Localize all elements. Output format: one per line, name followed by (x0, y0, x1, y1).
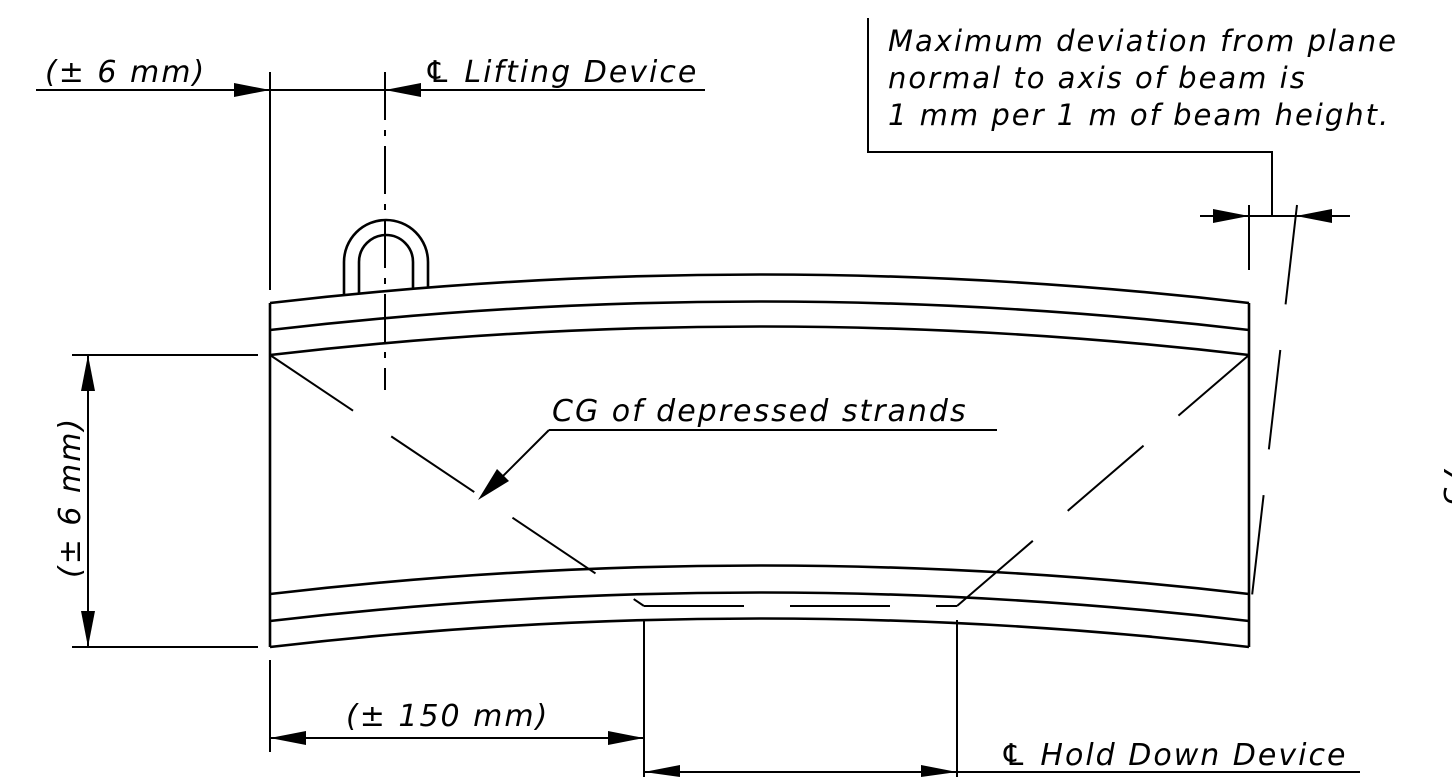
beam-top-web-line (269, 325, 1250, 357)
lifting-dim-arrow-left (385, 83, 421, 97)
strand-profile (269, 354, 1250, 607)
cg-strands-label: CG of depressed strands (552, 394, 968, 429)
beam-top-edge (269, 273, 1250, 305)
lifting-tolerance-label: (± 6 mm) (45, 55, 206, 90)
strand-right-slope (956, 354, 1250, 607)
beam-top-flange-line (269, 300, 1250, 332)
note-line-3: 1 mm per 1 m of beam height. (888, 98, 1390, 132)
hold-down-arrow-left (644, 765, 680, 777)
plumb-deviation-line (1248, 204, 1298, 623)
beam-bottom-edge (269, 617, 1250, 649)
hold-down-tolerance-label: (± 150 mm) (346, 699, 549, 734)
cg-leader-arrow (478, 469, 509, 500)
lifting-dim-arrow-right (234, 83, 270, 97)
beam-bottom-flange-line-2 (269, 591, 1250, 623)
hold-down-arrow-right (921, 765, 957, 777)
vertical-dim-arrow-top (81, 355, 95, 391)
beam-bottom-flange-line-1 (269, 564, 1250, 596)
note-frame (867, 18, 1273, 216)
hold-down-tol-arrow-left (270, 731, 306, 745)
plumb-arrow-left (1213, 209, 1249, 223)
plumb-arrow-right (1296, 209, 1332, 223)
lifting-device-label: ℄ Lifting Device (424, 55, 698, 90)
hold-down-tol-arrow-right (608, 731, 644, 745)
hold-down-device-label: ℄ Hold Down Device (1000, 738, 1347, 773)
vertical-dim-arrow-bottom (81, 611, 95, 647)
edge-number: 75 (1436, 466, 1452, 508)
note-line-2: normal to axis of beam is (888, 61, 1307, 95)
vertical-tolerance-label: (± 6 mm) (53, 417, 88, 578)
note-line-1: Maximum deviation from plane (888, 24, 1398, 58)
beam-outline (268, 273, 1251, 649)
strand-left-slope (269, 354, 645, 607)
